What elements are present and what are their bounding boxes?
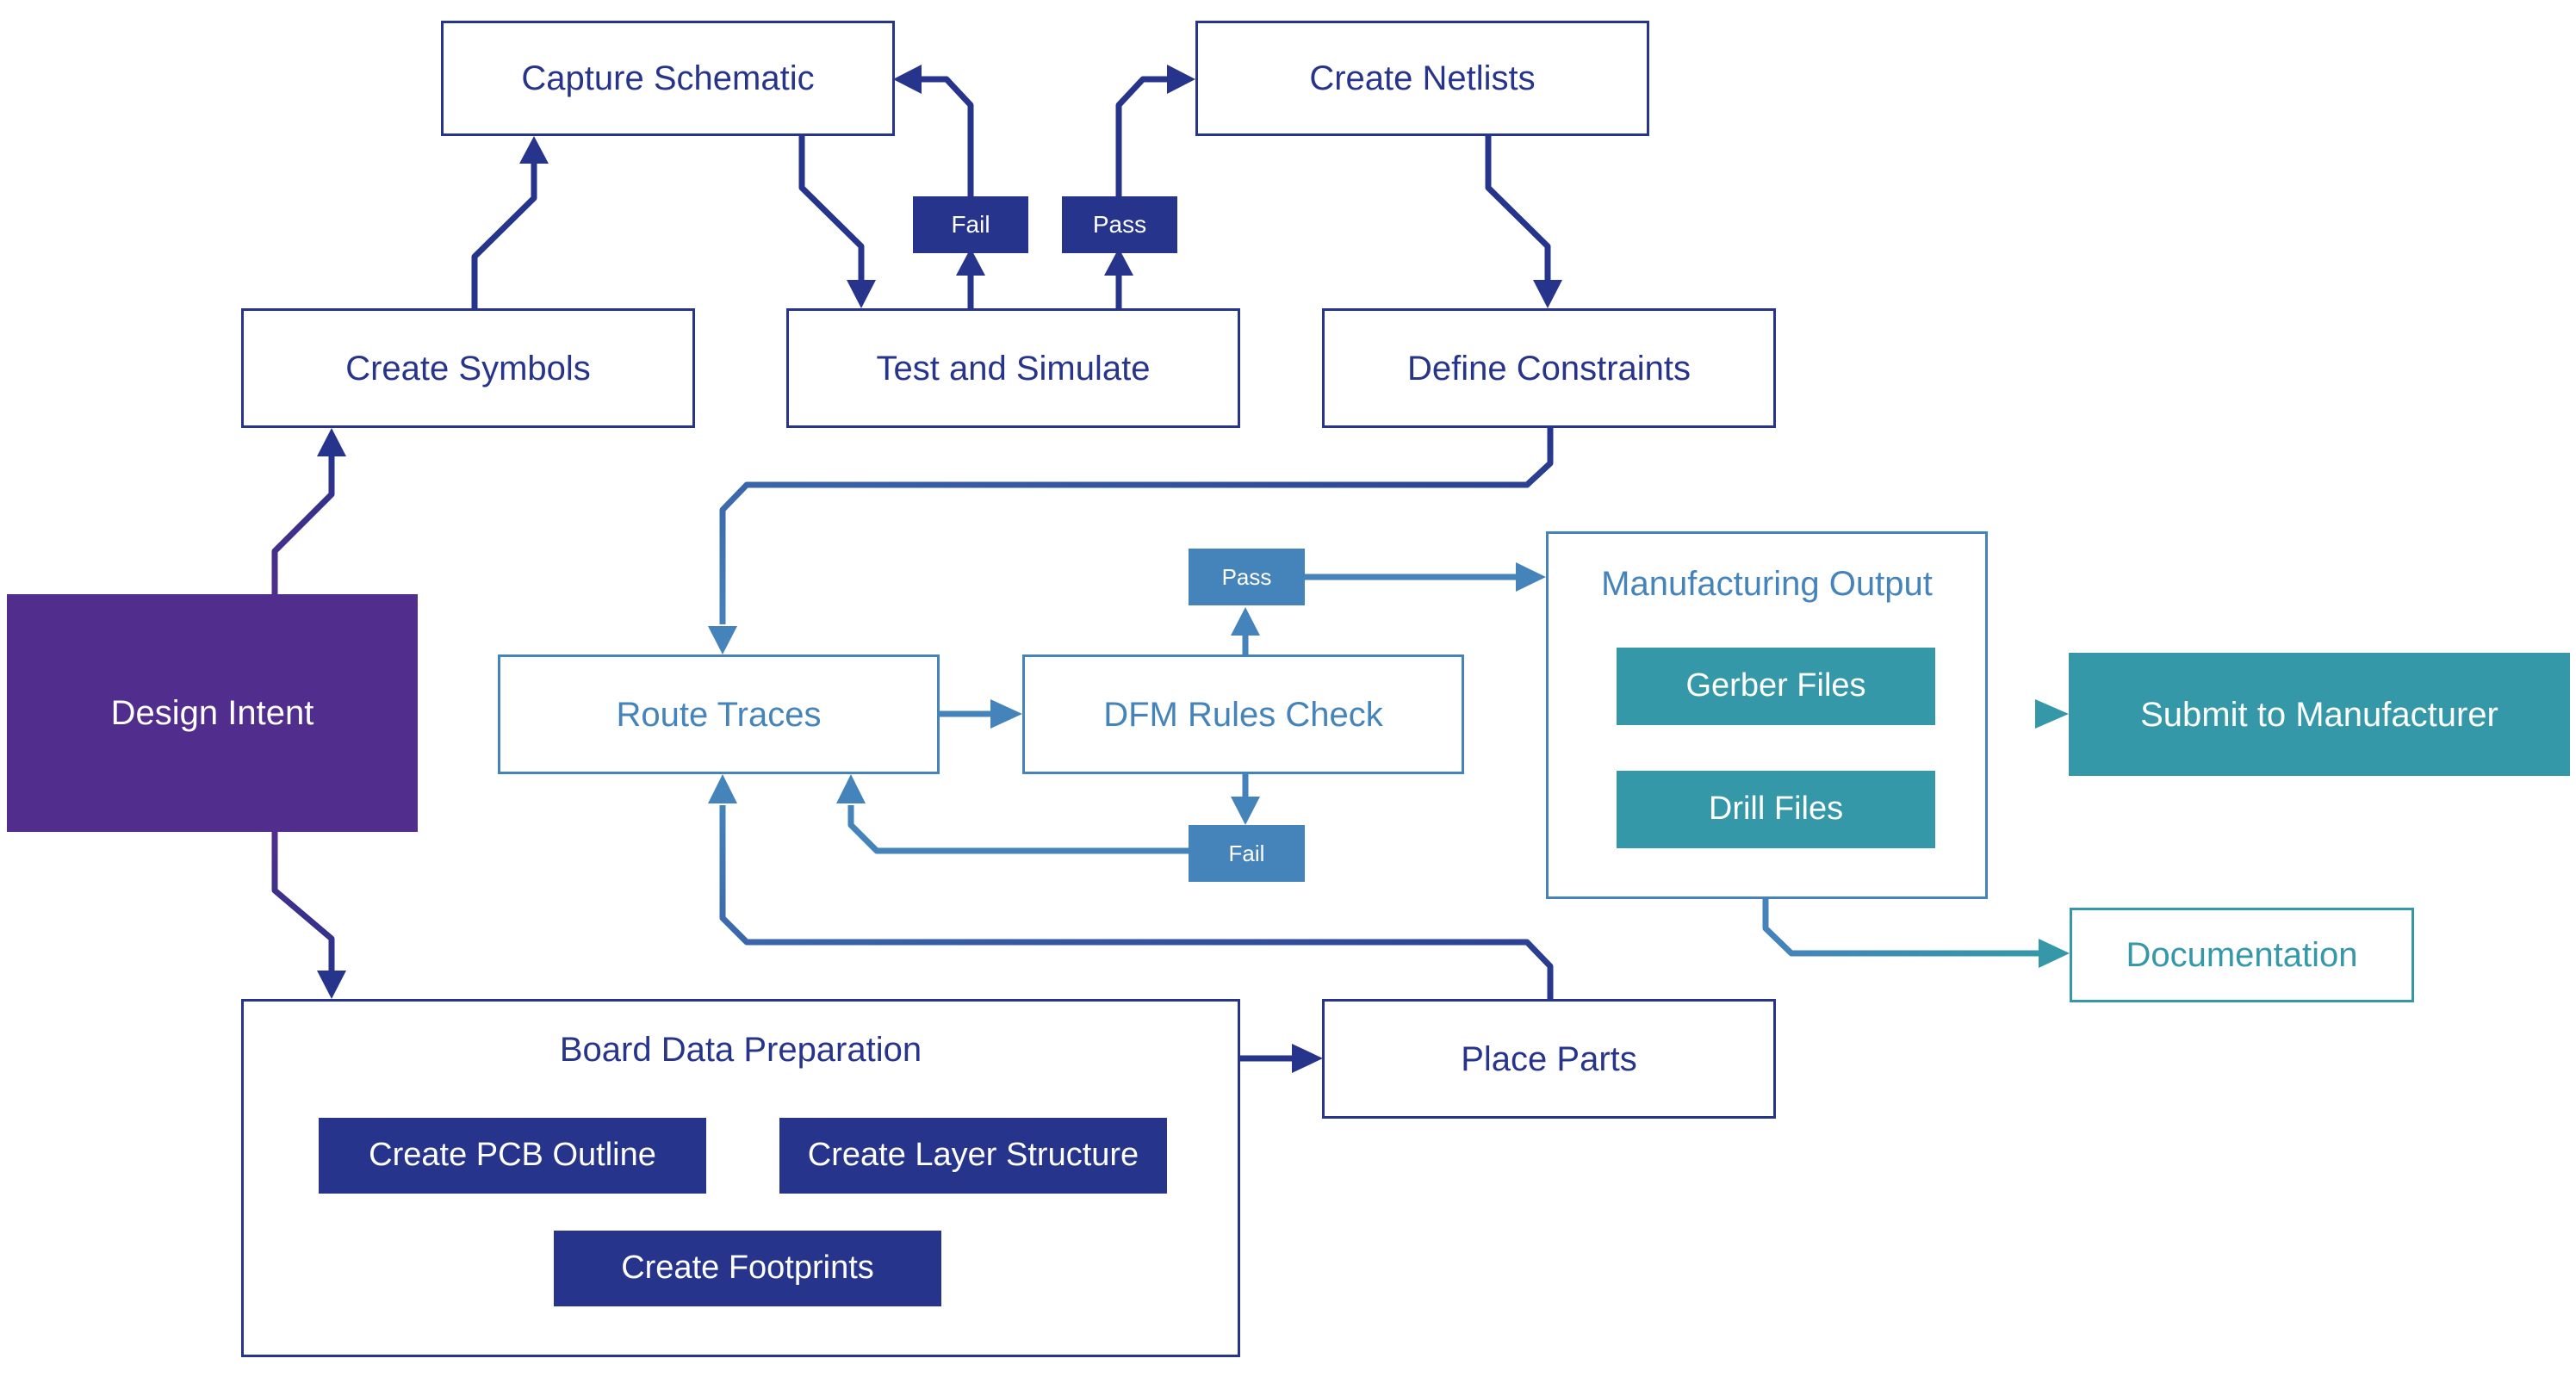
node-route-traces: Route Traces [498,654,940,774]
node-submit-to-manufacturer: Submit to Manufacturer [2069,653,2570,776]
node-create-netlists: Create Netlists [1195,21,1649,136]
arrowhead-down-test [847,280,876,308]
node-label: Submit to Manufacturer [2140,695,2498,734]
node-label: Drill Files [1708,791,1844,828]
arrowhead-up-pass-box [1104,248,1133,276]
node-label: Place Parts [1461,1039,1637,1078]
arrowhead-down-constraints [1533,280,1562,308]
decision-dfm-pass: Pass [1189,549,1305,605]
arrowhead-up-route-from-place [708,774,737,803]
group-manufacturing-output: Manufacturing Output Gerber Files Drill … [1546,531,1988,899]
node-label: Gerber Files [1685,667,1866,704]
node-label: Capture Schematic [521,59,815,97]
arrowhead-left-schematic [893,65,922,94]
decision-schematic-fail: Fail [913,196,1028,253]
node-design-intent: Design Intent [7,594,418,832]
node-label: Design Intent [110,694,314,732]
node-label: DFM Rules Check [1103,695,1383,734]
connector-constraints-to-route [719,428,1554,624]
node-label: Create PCB Outline [369,1137,656,1174]
node-label: Define Constraints [1406,349,1691,388]
arrowhead-right-manufacturing [1516,562,1546,592]
node-label: Fail [1228,840,1265,866]
decision-dfm-fail: Fail [1189,825,1305,882]
node-gerber-files: Gerber Files [1617,648,1935,725]
node-label: Fail [951,210,990,238]
connector-schematic-to-test [798,136,865,284]
arrowhead-down-board-data [317,971,346,999]
node-label: Create Netlists [1309,59,1536,97]
arrowhead-up-capture-schematic [519,136,549,164]
arrowhead-right-netlists [1167,65,1195,94]
group-board-data-preparation: Board Data Preparation Create PCB Outlin… [241,999,1240,1357]
connector-fail-to-schematic [916,76,974,207]
group-title: Manufacturing Output [1601,565,1933,603]
connector-netlists-to-constraints [1485,136,1551,284]
connector-intent-to-board-data [271,832,335,977]
connector-intent-to-symbols [271,456,335,594]
node-create-layer-structure: Create Layer Structure [779,1118,1167,1194]
arrowhead-right-dfm [990,699,1022,729]
decision-schematic-pass: Pass [1062,196,1177,253]
connector-place-to-route [719,805,1554,999]
arrowhead-up-fail-box [956,248,985,276]
node-create-pcb-outline: Create PCB Outline [319,1118,706,1194]
arrowhead-right-documentation [2039,939,2070,968]
connector-manufacturing-to-documentation [1762,899,2041,957]
node-dfm-rules-check: DFM Rules Check [1022,654,1464,774]
node-label: Test and Simulate [876,349,1151,388]
node-label: Pass [1092,210,1147,238]
connector-symbols-to-schematic [471,159,537,308]
arrowhead-down-route [708,626,737,654]
node-label: Create Symbols [345,349,591,388]
connector-pass-to-netlists [1115,76,1173,207]
node-test-and-simulate: Test and Simulate [786,308,1240,428]
node-create-symbols: Create Symbols [241,308,695,428]
arrowhead-up-route-from-fail [836,774,866,803]
connector-fail-to-route [847,805,1189,854]
node-label: Route Traces [616,695,822,734]
arrowhead-up-create-symbols [317,428,346,456]
node-create-footprints: Create Footprints [554,1231,941,1306]
node-capture-schematic: Capture Schematic [441,21,895,136]
node-drill-files: Drill Files [1617,771,1935,848]
arrowhead-right-place-parts [1292,1044,1323,1073]
node-documentation: Documentation [2070,908,2414,1002]
node-label: Create Footprints [621,1250,874,1287]
arrowhead-down-dfm-fail [1231,797,1260,825]
arrowhead-up-dfm-pass [1231,607,1260,636]
node-label: Create Layer Structure [807,1137,1139,1174]
node-label: Pass [1221,563,1272,590]
group-title: Board Data Preparation [559,1031,922,1069]
arrowhead-right-submit [2035,699,2069,729]
node-define-constraints: Define Constraints [1322,308,1776,428]
node-place-parts: Place Parts [1322,999,1776,1119]
node-label: Documentation [2126,936,2358,974]
